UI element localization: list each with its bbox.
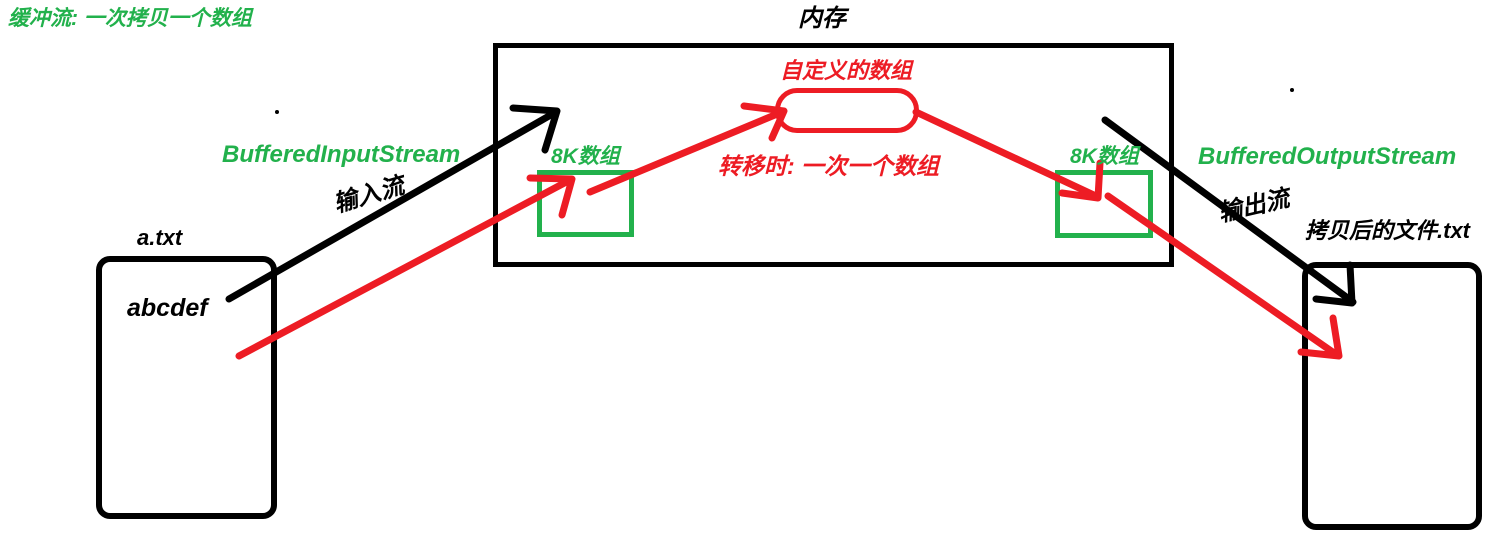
custom-array-label: 自定义的数组	[780, 58, 913, 83]
transfer-note-label: 转移时: 一次一个数组	[718, 153, 940, 179]
buffered-output-stream-label: BufferedOutputStream	[1198, 143, 1457, 170]
input-buffer-array-label: 8K数组	[551, 145, 620, 168]
custom-array-box	[775, 88, 919, 133]
output-buffer-array-label: 8K数组	[1070, 145, 1139, 168]
output-flow-label: 输出流	[1215, 184, 1292, 228]
buffered-input-stream-label: BufferedInputStream	[222, 141, 461, 168]
destination-file-box	[1302, 262, 1482, 530]
stray-dot-left	[275, 110, 279, 114]
destination-file-name: 拷贝后的文件.txt	[1305, 218, 1471, 243]
source-file-name: a.txt	[137, 225, 183, 250]
source-file-box	[96, 256, 277, 519]
stray-dot-right	[1290, 88, 1294, 92]
source-file-content: abcdef	[127, 294, 208, 322]
diagram-title: 缓冲流: 一次拷贝一个数组	[8, 7, 252, 30]
output-buffer-array-box	[1055, 170, 1153, 238]
input-flow-label: 输入流	[330, 172, 408, 219]
input-buffer-array-box	[537, 170, 634, 237]
memory-title: 内存	[798, 5, 846, 32]
